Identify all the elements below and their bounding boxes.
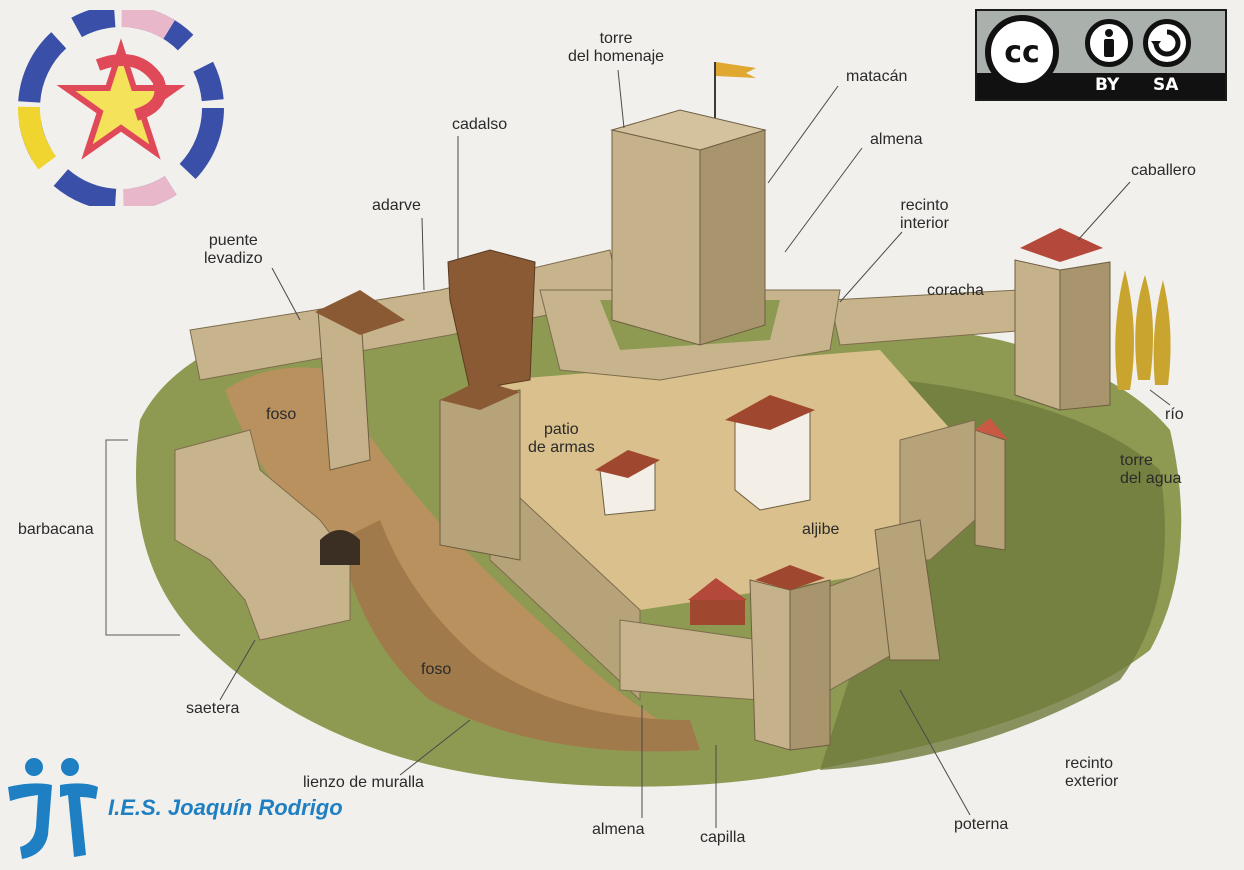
gate-tower-left-roof <box>315 290 405 335</box>
label-lienzo-muralla: lienzo de muralla <box>303 774 424 791</box>
chapel-roof <box>688 578 747 600</box>
sa-text: SA <box>1153 75 1179 95</box>
label-foso-top: foso <box>266 406 297 423</box>
gate-tower-center-roof <box>440 380 520 410</box>
label-poterna: poterna <box>954 816 1009 833</box>
label-almena-bottom: almena <box>592 821 645 838</box>
moat-lower <box>340 520 700 752</box>
cc-icon: cc <box>985 15 1059 89</box>
label-caballero: caballero <box>1131 162 1196 179</box>
cc-by-sa-badge: cc BY SA <box>975 9 1227 101</box>
label-saetera: saetera <box>186 700 240 717</box>
keep-tower-side <box>699 129 766 346</box>
barbican-gate <box>320 530 360 565</box>
courtyard-house-roof <box>725 395 815 430</box>
label-matacan: matacán <box>846 68 908 85</box>
share-alike-icon <box>1143 19 1191 67</box>
label-adarve: adarve <box>372 197 421 214</box>
courtyard-house-small-roof <box>595 450 660 478</box>
caballero-roof <box>1020 228 1103 262</box>
front-tower <box>749 579 791 751</box>
label-coracha: coracha <box>927 282 984 299</box>
keep-tower-top <box>610 109 767 151</box>
by-text: BY <box>1095 75 1120 95</box>
label-cadalso: cadalso <box>452 116 508 133</box>
gate-tower-center <box>439 389 521 561</box>
label-barbacana: barbacana <box>18 521 94 538</box>
label-almena-top: almena <box>870 131 923 148</box>
caballero-tower-side <box>1059 261 1111 411</box>
barbacana-bracket <box>105 439 180 636</box>
courtyard <box>500 350 960 610</box>
water-tower-roof <box>975 418 1008 440</box>
school-logo-icon <box>8 758 98 859</box>
caballero-tower <box>1014 259 1061 411</box>
cadalso-structure <box>447 249 536 391</box>
label-aljibe: aljibe <box>802 521 840 538</box>
keep-tower-front <box>611 129 701 346</box>
barbican <box>174 429 351 641</box>
chapel <box>690 600 745 625</box>
label-capilla: capilla <box>700 829 746 846</box>
school-name: I.E.S. Joaquín Rodrigo <box>108 795 343 820</box>
water-tower <box>974 429 1006 551</box>
label-foso-bottom: foso <box>421 661 452 678</box>
attribution-person-icon <box>1085 19 1133 67</box>
flag <box>716 62 756 78</box>
label-rio: río <box>1165 406 1184 423</box>
front-tower-side <box>789 579 831 751</box>
colorful-logo <box>18 10 224 206</box>
front-tower-roof <box>755 565 825 590</box>
right-tower <box>874 519 941 661</box>
poplar-trees <box>1115 270 1171 390</box>
leader-lines <box>219 69 1171 828</box>
